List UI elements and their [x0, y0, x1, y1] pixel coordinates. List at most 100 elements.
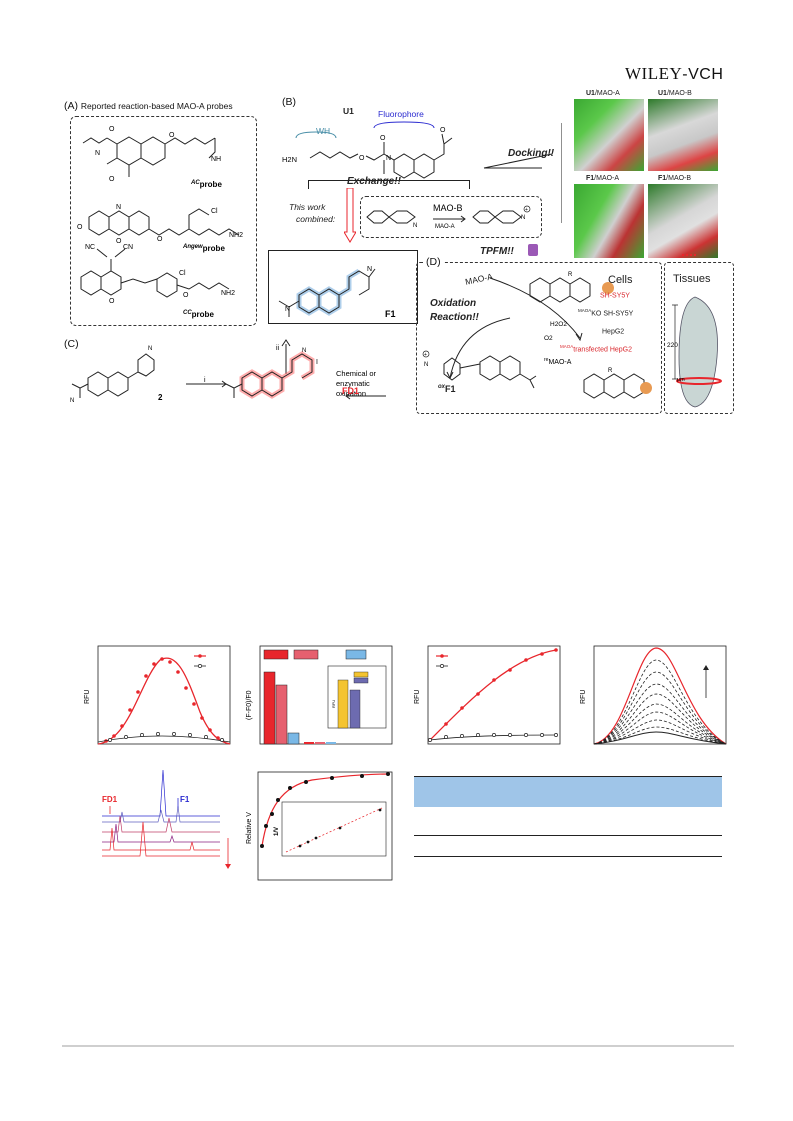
nh2-label-1: NH2 — [229, 232, 243, 239]
fd1-label: FD1 — [342, 386, 360, 396]
tissue-depth-unit: μm — [677, 377, 685, 383]
selectivity-bar-chart: (F-F0)/F0 RFU — [246, 645, 393, 745]
svg-text:N: N — [70, 398, 74, 404]
step-i: i — [204, 377, 206, 384]
svg-text:O: O — [109, 298, 115, 305]
panel-a-title: (A) Reported reaction-based MAO-A probes — [64, 100, 233, 112]
svg-text:+: + — [525, 207, 528, 213]
svg-text:O: O — [109, 126, 115, 133]
microscope-icon — [528, 244, 538, 256]
svg-text:O: O — [183, 292, 189, 299]
hplc-fd1-label: FD1 — [102, 795, 118, 804]
nh-label: NH — [211, 156, 221, 163]
ylabel-ratio: (F-F0)/F0 — [246, 690, 253, 720]
f1-structure: N N F1 — [278, 266, 396, 319]
oxf1-label: oxF1 — [438, 384, 456, 394]
inset-rfu-label: RFU — [331, 700, 336, 708]
svg-text:N: N — [302, 348, 306, 354]
mao-reaction-box: N MAO-B MAO-A N + — [360, 196, 542, 238]
probe-ac-label: ACprobe — [190, 180, 222, 189]
chem-oxidation-2: enzymatic — [336, 379, 370, 388]
panel-c-label: (C) — [64, 338, 79, 350]
chem-oxidation-3: oxidation — [336, 389, 366, 398]
docking-image-u1-mao-a — [574, 99, 644, 171]
brand-suffix: -VCH — [682, 66, 724, 83]
fluorophore-label: Fluorophore — [378, 109, 424, 119]
hplc-f1-label: F1 — [180, 795, 190, 804]
kinetics-plot: RFU — [414, 645, 561, 745]
u1-structure: H2N O O N O — [282, 121, 453, 179]
mao-a-small: MAO-A — [435, 224, 455, 230]
docking-connector — [483, 123, 562, 223]
wh-label: WH — [316, 126, 331, 136]
re-mao-a-label: reMAO-A — [544, 357, 572, 366]
panel-d-scheme: N + H2O2 O2 reMAO-A R R — [422, 272, 652, 399]
oxidation-reaction-2: Reaction!! — [430, 312, 479, 323]
footer-rule — [62, 1045, 734, 1047]
docking-image-u1-mao-b — [648, 99, 718, 171]
docking-images-grid: U1/MAO-A U1/MAO-B F1/MAO-A F1/MAO-B — [572, 90, 722, 260]
panel-b-label: (B) — [282, 96, 296, 108]
docking-caption-4: F1/MAO-B — [658, 175, 692, 182]
svg-text:NC: NC — [85, 244, 95, 251]
svg-text:N: N — [424, 362, 428, 368]
probe-angew-label: Angewprobe — [182, 244, 225, 253]
svg-text:O: O — [359, 155, 365, 162]
ylabel-rfu-3: RFU — [414, 690, 421, 704]
panel-c-scheme: N N 2 i ii N I Chemical or enzymatic oxi… — [70, 339, 386, 404]
svg-text:N: N — [285, 306, 290, 313]
u1-label: U1 — [343, 106, 354, 116]
oxidation-reaction-1: Oxidation — [430, 298, 477, 309]
f1-compound-box: N N F1 — [268, 250, 418, 324]
brand-main: WILEY — [625, 64, 683, 83]
svg-text:Cl: Cl — [211, 208, 218, 215]
svg-text:O: O — [440, 127, 446, 134]
panel-d-box — [416, 262, 662, 414]
o2-label: O2 — [544, 335, 553, 342]
svg-text:O: O — [380, 135, 386, 142]
svg-text:N: N — [95, 150, 100, 157]
svg-text:CN: CN — [123, 244, 133, 251]
tissue-illustration: 220 μm — [667, 296, 722, 408]
svg-text:O: O — [157, 236, 163, 243]
svg-text:R: R — [608, 368, 613, 374]
svg-text:N: N — [148, 346, 152, 352]
f1-label: F1 — [385, 309, 396, 319]
ylabel-rfu-1: RFU — [84, 690, 91, 704]
laser-icon — [682, 254, 696, 266]
cell-line-2: MAOAKO SH-SY5Y — [578, 308, 634, 318]
mao-b-label: MAO-B — [433, 203, 463, 213]
svg-text:N: N — [386, 155, 391, 162]
svg-text:N: N — [116, 204, 121, 211]
docking-image-f1-mao-b — [648, 184, 718, 258]
h2o2-label: H2O2 — [550, 321, 567, 328]
tpfm-label: TPFM!! — [480, 246, 514, 257]
h2n-text: H2N — [282, 155, 297, 164]
inset-invv-label: 1/V — [274, 827, 280, 836]
nh2-label-2: NH2 — [221, 290, 235, 297]
svg-text:O: O — [77, 224, 83, 231]
reported-probes-structures: O O N O NH ACprobe O N O O Cl NH2 Angewp… — [77, 126, 243, 319]
cell-line-4: MAOAtransfected HepG2 — [560, 344, 633, 354]
tissues-box: Tissues 220 μm — [664, 262, 734, 414]
svg-text:+: + — [424, 352, 427, 358]
chem-oxidation-1: Chemical or — [336, 369, 377, 378]
svg-text:O: O — [116, 238, 122, 245]
this-work-label: This work — [289, 202, 326, 212]
tissue-depth: 220 — [667, 342, 678, 349]
panel-a-box: O O N O NH ACprobe O N O O Cl NH2 Angewp… — [70, 116, 257, 326]
tissues-title: Tissues — [673, 273, 711, 285]
table-header-row — [414, 776, 722, 807]
titration-spectra-plot: RFU — [580, 645, 727, 745]
svg-text:Cl: Cl — [179, 270, 186, 277]
cell-line-3: HepG2 — [602, 328, 625, 336]
wiley-vch-logo: WILEY-VCH — [625, 64, 723, 84]
svg-text:R: R — [568, 272, 573, 278]
docking-label: Docking!! — [508, 148, 555, 159]
ylabel-relative-v: Relative V — [246, 812, 253, 844]
mptp-conversion-structures: N MAO-B MAO-A N + — [366, 203, 531, 230]
cell-line-1: SH-SY5Y — [600, 292, 630, 300]
cells-box: Cells SH-SY5Y MAOAKO SH-SY5Y HepG2 MAOAt… — [560, 268, 656, 368]
step-ii: ii — [276, 345, 280, 352]
probe-cc-label: CCprobe — [183, 310, 214, 319]
